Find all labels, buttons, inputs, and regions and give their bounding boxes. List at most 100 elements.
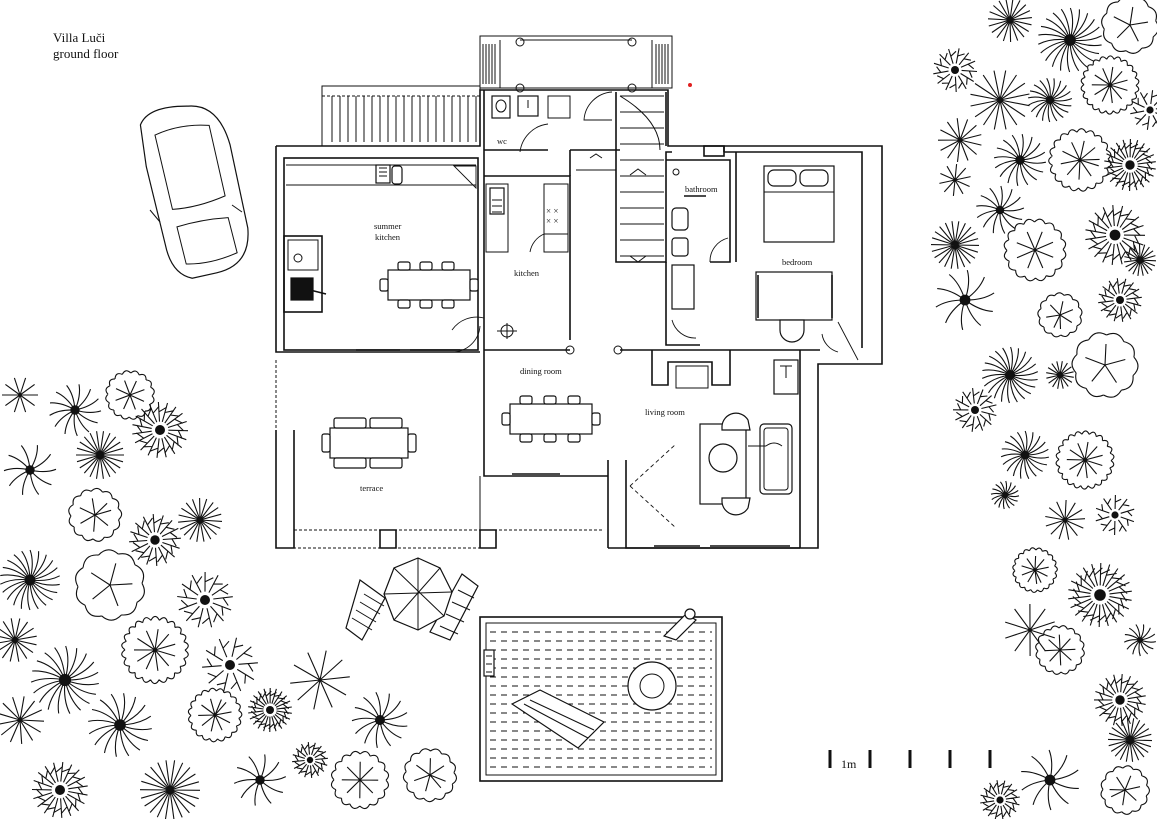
tree-icon (1068, 562, 1132, 628)
tree-trunk-icon (150, 535, 160, 545)
plan-title-floor: ground floor (53, 46, 119, 61)
tree-icon (132, 401, 189, 458)
tree-icon (1130, 90, 1157, 130)
tree-icon (1012, 547, 1058, 593)
tree-icon (233, 754, 287, 806)
tree-trunk-icon (24, 574, 36, 586)
room-label-wc: wc (497, 136, 507, 146)
tree-trunk-icon (1146, 106, 1154, 114)
tree-icon (930, 221, 980, 269)
tree-trunk-icon (1044, 774, 1056, 786)
tree-icon (1035, 625, 1085, 675)
tree-icon (2, 377, 38, 413)
tree-icon (1045, 499, 1086, 540)
room-labels: wc summer kitchen kitchen bathroom bedro… (360, 136, 813, 493)
tree-icon (68, 487, 123, 542)
tree-icon (990, 480, 1020, 510)
tree-icon (970, 70, 1030, 130)
scale-bar-label: 1m (841, 757, 857, 771)
tree-icon (290, 650, 350, 710)
tree-icon (1095, 494, 1135, 536)
pergola (321, 85, 481, 147)
tree-trunk-icon (266, 706, 274, 714)
tree-icon (1003, 218, 1067, 282)
tree-trunk-icon (1046, 96, 1054, 104)
tree-trunk-icon (1116, 296, 1124, 304)
tree-icon (31, 762, 88, 818)
wc-fixtures (491, 91, 613, 153)
tree-trunk-icon (306, 756, 314, 764)
terrace-furniture (321, 417, 417, 469)
tree-trunk-icon (995, 205, 1005, 215)
tree-trunk-icon (225, 660, 235, 670)
tree-icon (76, 431, 124, 479)
tree-trunk-icon (58, 673, 72, 687)
tree-trunk-icon (1015, 155, 1025, 165)
tree-trunk-icon (375, 715, 385, 725)
tree-trunk-icon (1064, 34, 1076, 46)
tree-icon (1071, 332, 1139, 398)
plan-title: Villa Luči ground floor (53, 30, 118, 62)
room-label-kitchen: kitchen (514, 268, 540, 278)
entry-deck (479, 35, 673, 93)
tree-trunk-icon (114, 719, 126, 731)
tree-trunk-icon (255, 775, 265, 785)
tree-icon (1048, 128, 1112, 192)
tree-icon (187, 687, 243, 743)
tree-icon (1046, 361, 1074, 389)
svg-text:× ×: × × (546, 216, 558, 226)
tree-icon (933, 48, 978, 93)
plan-title-name: Villa Luči (53, 30, 106, 45)
tree-icon (1038, 7, 1102, 73)
tree-trunk-icon (971, 406, 979, 414)
tree-trunk-icon (1137, 637, 1143, 643)
tree-icon (3, 445, 57, 495)
tree-icon (980, 780, 1020, 819)
tree-icon (1104, 138, 1156, 192)
tree-icon (981, 346, 1039, 404)
room-label-bedroom: bedroom (782, 257, 813, 267)
tree-icon (1107, 718, 1153, 762)
tree-icon (330, 750, 390, 810)
car-icon (139, 105, 249, 279)
tree-trunk-icon (1125, 160, 1135, 170)
tree-icon (1055, 430, 1115, 490)
tree-icon (49, 384, 102, 437)
tree-icon (1000, 430, 1050, 479)
tree-trunk-icon (1002, 492, 1008, 498)
tree-trunk-icon (1115, 695, 1125, 705)
tree-icon (129, 514, 181, 566)
tree-icon (1093, 674, 1146, 726)
tree-icon (75, 549, 145, 621)
tree-icon (139, 760, 201, 819)
marker-dot (688, 83, 692, 87)
swimming-pool (479, 608, 723, 782)
tree-icon (1124, 243, 1157, 276)
tree-icon (177, 571, 233, 628)
tree-trunk-icon (25, 465, 35, 475)
umbrella-icon (345, 557, 479, 641)
room-label-terrace: terrace (360, 483, 383, 493)
building-walls (275, 89, 883, 549)
tree-icon (1037, 292, 1083, 338)
tree-icon (351, 692, 408, 749)
tree-trunk-icon (200, 595, 210, 605)
tree-icon (1098, 278, 1142, 322)
tree-icon (178, 497, 223, 542)
room-label-bathroom: bathroom (685, 184, 718, 194)
tree-icon (993, 133, 1047, 187)
tree-trunk-icon (70, 405, 80, 415)
room-label-summer-kitchen-1: summer (374, 221, 402, 231)
bathroom-fixtures (671, 145, 729, 339)
tree-trunk-icon (996, 796, 1004, 804)
tree-icon (1080, 55, 1140, 115)
tree-icon (1123, 624, 1157, 657)
staircase (576, 95, 664, 263)
tree-icon (30, 645, 99, 714)
tree-trunk-icon (951, 66, 959, 74)
tree-trunk-icon (1020, 450, 1030, 460)
tree-trunk-icon (1094, 589, 1106, 601)
room-label-dining-room: dining room (520, 366, 562, 376)
